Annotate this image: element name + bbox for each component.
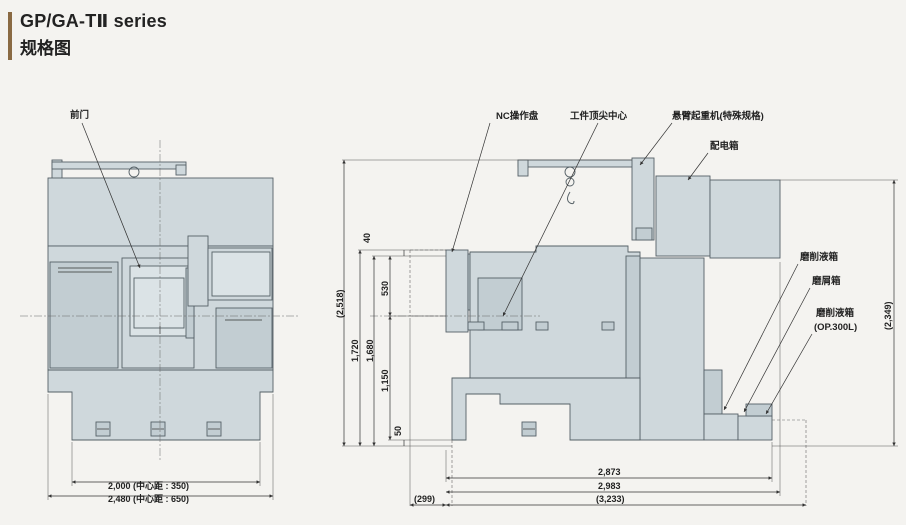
front-view: 前门 2,000 (中心距 : 350) 2,480 (中心距 : 650) [20, 109, 300, 504]
label-front-door: 前门 [70, 109, 89, 121]
page-subtitle: 规格图 [20, 39, 71, 58]
label-work-center: 工件顶尖中心 [570, 110, 628, 122]
label-coolant-tank-op: 磨削液箱 [815, 307, 855, 319]
dim-height-40: 40 [362, 233, 372, 243]
dim-width-2983: 2,983 [598, 481, 621, 491]
side-nc-panel [445, 249, 469, 333]
dim-height-1720: 1,720 [350, 339, 360, 362]
dim-height-530: 530 [380, 281, 390, 296]
side-column [639, 257, 705, 441]
label-nc-panel: NC操作盘 [496, 110, 539, 122]
dim-width-2873: 2,873 [598, 467, 621, 477]
dim-height-1150: 1,150 [380, 369, 390, 392]
label-coolant-tank: 磨削液箱 [799, 251, 839, 263]
front-upper-cover [47, 177, 274, 247]
title-accent-bar [8, 12, 12, 60]
side-crane [517, 157, 655, 241]
dim-height-1680: 1,680 [365, 339, 375, 362]
side-view: (2,518) 1,720 1,680 1,150 530 40 50 (2,3… [335, 110, 898, 507]
label-coolant-tank-op-note: (OP.300L) [814, 322, 857, 333]
dim-height-50: 50 [393, 426, 403, 436]
dim-width-299: (299) [414, 494, 435, 504]
dim-width-2480: 2,480 (中心距 : 650) [108, 493, 189, 504]
label-sludge-box: 磨屑箱 [811, 275, 841, 287]
side-coolant-tank [703, 413, 739, 441]
dim-width-2000: 2,000 (中心距 : 350) [108, 480, 189, 491]
dim-height-2349: (2,349) [883, 301, 893, 330]
side-coolant-tank-op [737, 415, 773, 441]
side-base [451, 377, 641, 441]
page-title: GP/GA-TⅡ series [20, 11, 167, 31]
dim-width-3233: (3,233) [596, 494, 625, 504]
label-electric-cabinet: 配电箱 [710, 140, 739, 152]
side-electric-cabinet [655, 175, 711, 257]
label-crane: 悬臂起重机(特殊规格) [671, 110, 764, 122]
dim-height-2518: (2,518) [335, 289, 345, 318]
